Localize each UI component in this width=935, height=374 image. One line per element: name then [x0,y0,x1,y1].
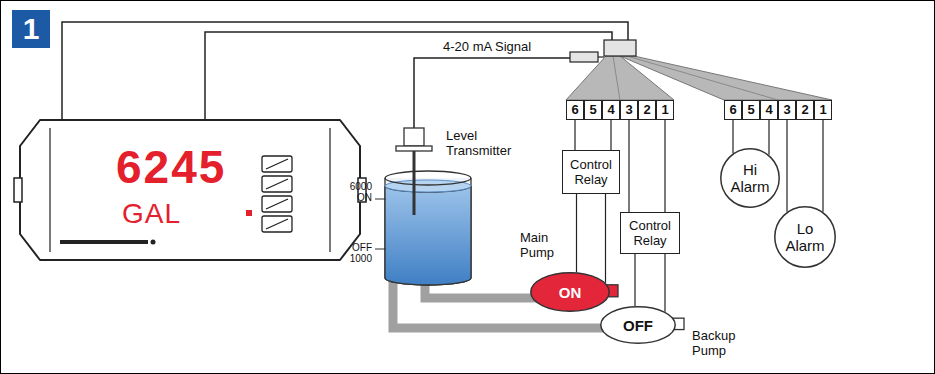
level-value: 6000 [334,181,372,192]
control-relay: Control Relay [620,212,680,254]
terminal: 4 [602,100,620,120]
terminal: 2 [638,100,656,120]
terminal-number: 4 [607,101,614,119]
pump: OFFBackup Pump [600,306,676,344]
wire-fan [620,56,832,100]
meter-cable [205,32,612,120]
water-surface [385,180,471,192]
wire [786,120,787,212]
pump-state: OFF [623,317,653,334]
wire [574,120,575,150]
wire [634,254,635,306]
alarm-label: Lo Alarm [781,220,829,254]
transmitter-label: Level Transmitter [446,128,526,158]
tank-water [385,186,471,285]
level-tick [375,199,386,249]
plug-wire [598,56,604,57]
signal-cable [414,58,570,128]
terminal-number: 2 [801,101,808,119]
signal-label: 4-20 mA Signal [443,39,531,54]
figure-number: 1 [12,10,50,48]
display-reading: 6245 [116,144,226,190]
level-state: OFF [334,242,372,253]
wire [605,194,606,283]
terminal: 5 [584,100,602,120]
relay-label: Control Relay [567,157,615,187]
control-relay: Control Relay [562,150,620,194]
alarm-circle: Hi Alarm [720,148,780,208]
terminal-number: 1 [661,101,668,119]
meter-cable [62,22,628,120]
level-state: ON [334,192,372,203]
terminal-number: 6 [571,101,578,119]
terminal-number: 6 [729,101,736,119]
wire [732,120,733,153]
wire [664,120,665,212]
wire [576,194,577,272]
meter-buttons [262,156,292,232]
wire [664,254,665,312]
terminal: 5 [742,100,760,120]
terminal: 4 [760,100,778,120]
alarm-circle: Lo Alarm [774,206,836,268]
fan-wire [613,56,778,100]
meter-logo [60,240,148,244]
terminal: 6 [724,100,742,120]
pump-body [601,307,675,343]
connector [604,40,636,56]
relay-label: Control Relay [625,218,675,248]
transmitter-probe [413,151,416,215]
pump-body [531,273,609,311]
terminal: 2 [796,100,814,120]
terminal-number: 3 [783,101,790,119]
terminal-number: 1 [819,101,826,119]
terminal: 1 [656,100,674,120]
pump-name: Backup Pump [692,328,742,358]
tank [385,178,471,285]
terminal-number: 2 [643,101,650,119]
wire [822,120,823,212]
terminal: 1 [814,100,832,120]
transmitter-flange [396,146,432,151]
meter-bezel [20,120,360,260]
terminal: 3 [620,100,638,120]
transmitter-head [404,128,424,146]
circle-shape [721,149,779,207]
meter-tab [14,178,22,202]
alarm-label: Hi Alarm [726,161,774,195]
pump-state: ON [559,284,582,301]
circle-shape [775,207,835,267]
terminal: 3 [778,100,796,120]
terminal: 6 [566,100,584,120]
display-unit: GAL [122,200,181,228]
wire [768,120,769,155]
meter-logo [151,240,156,245]
terminal-number: 3 [625,101,632,119]
bezel-line [50,128,330,252]
terminal-number: 4 [765,101,772,119]
tank-rim [385,171,471,185]
pump-name: Main Pump [520,230,562,260]
level-value: 1000 [334,253,372,264]
wire [628,120,629,212]
pump: ONMain Pump [530,272,610,312]
terminal-number: 5 [747,101,754,119]
terminal-number: 5 [589,101,596,119]
display-dot [246,210,252,216]
signal-plug [570,52,598,62]
wire [610,120,611,150]
